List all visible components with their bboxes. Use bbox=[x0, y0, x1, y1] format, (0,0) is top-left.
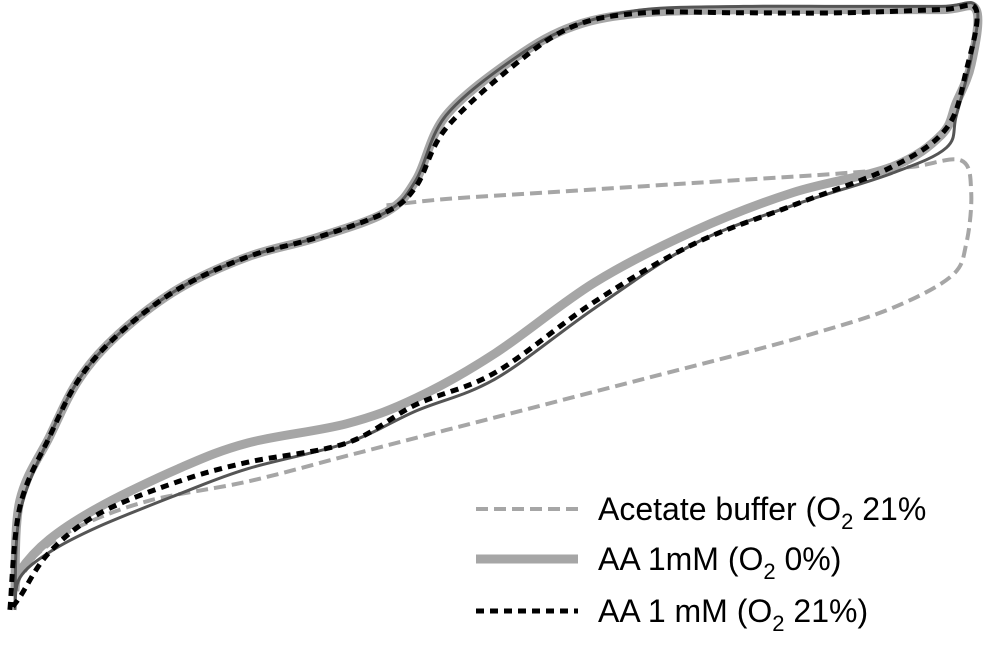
legend-label-acetate-buffer: Acetate buffer (O2 21% bbox=[598, 491, 926, 534]
plot-area bbox=[7, 1, 983, 612]
legend-entry-acetate-buffer: Acetate buffer (O2 21% bbox=[476, 491, 926, 534]
series-line-aa-1-mm-o-3 bbox=[7, 2, 980, 612]
series-line-acetate-buffer-o-0 bbox=[23, 157, 974, 573]
legend-entry-aa-1mm-o2-21: AA 1 mM (O2 21%) bbox=[476, 593, 868, 636]
legend-entry-aa-1mm-o2-0: AA 1mM (O2 0%) bbox=[476, 541, 841, 584]
legend-label-aa-1mm-o2-0: AA 1mM (O2 0%) bbox=[598, 541, 841, 584]
legend: Acetate buffer (O2 21% AA 1mM (O2 0%) AA… bbox=[476, 491, 926, 636]
legend-label-aa-1mm-o2-21: AA 1 mM (O2 21%) bbox=[598, 593, 868, 636]
